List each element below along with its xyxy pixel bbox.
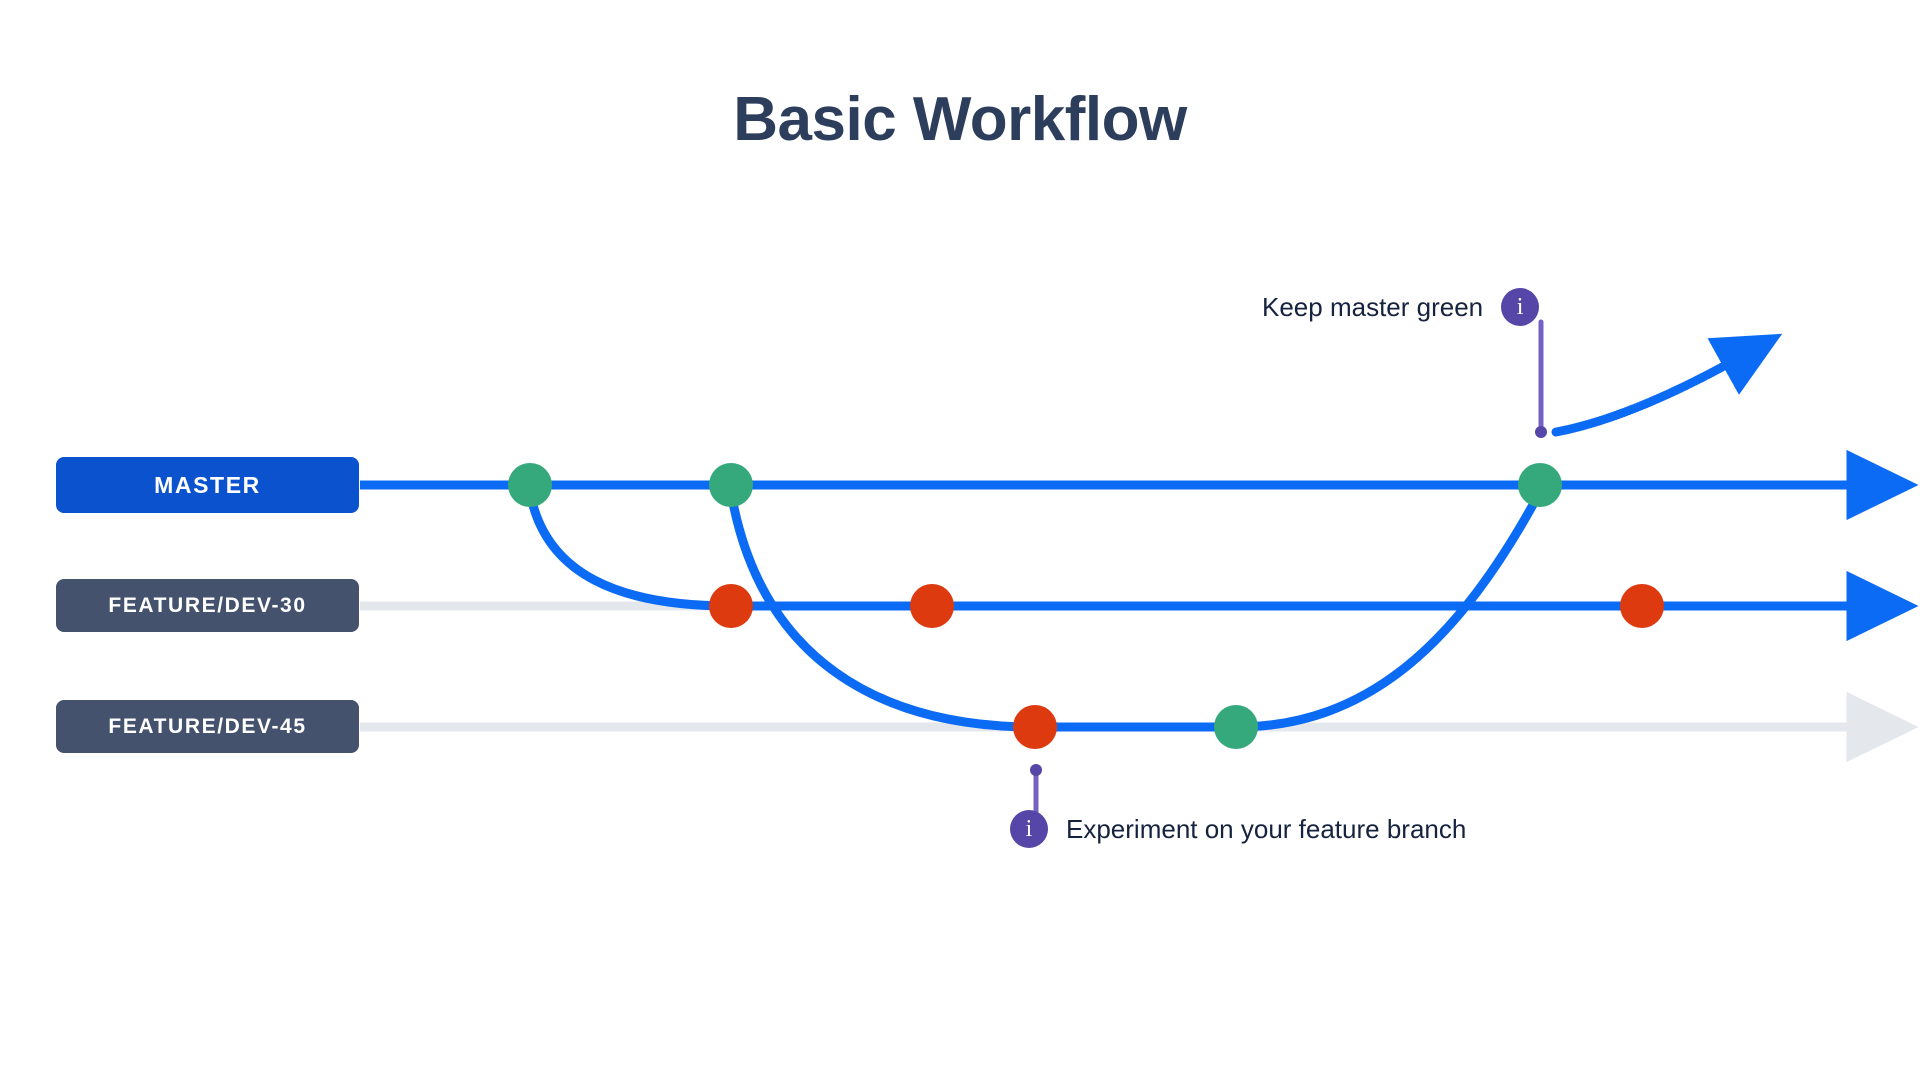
commit-node-dev45-2[interactable]: [1214, 705, 1258, 749]
page-title: Basic Workflow: [733, 85, 1187, 154]
future-work-dotted-arrow: [1551, 333, 1783, 437]
annotation-stem-dot-bottom: [1030, 764, 1042, 776]
commit-node-master-1[interactable]: [508, 463, 552, 507]
branch-badge-feature-dev-45[interactable]: FEATURE/DEV-45: [56, 700, 359, 753]
branch-badge-master[interactable]: MASTER: [56, 457, 359, 513]
annotation-stem-dot-top: [1535, 426, 1547, 438]
commit-node-master-merge[interactable]: [1518, 463, 1562, 507]
annotation-experiment-feature-branch: i Experiment on your feature branch: [1010, 810, 1466, 848]
annotation-label-keep-master-green: Keep master green: [1262, 292, 1484, 322]
branch-curve-master-to-dev45: [726, 487, 1040, 732]
commit-node-dev45-1[interactable]: [1013, 705, 1057, 749]
info-icon[interactable]: i: [1010, 810, 1048, 848]
commit-node-dev30-1[interactable]: [709, 584, 753, 628]
info-icon[interactable]: i: [1501, 288, 1540, 326]
commit-node-dev30-2[interactable]: [910, 584, 954, 628]
annotation-keep-master-green: Keep master green i: [1262, 288, 1540, 326]
commit-node-dev30-3[interactable]: [1620, 584, 1664, 628]
branch-badge-feature-dev-30[interactable]: FEATURE/DEV-30: [56, 579, 359, 632]
merge-curve-dev45-to-master: [1231, 487, 1545, 732]
branch-curve-master-to-dev30: [525, 487, 736, 611]
commit-node-master-2[interactable]: [709, 463, 753, 507]
annotation-label-experiment-feature-branch: Experiment on your feature branch: [1066, 814, 1467, 844]
